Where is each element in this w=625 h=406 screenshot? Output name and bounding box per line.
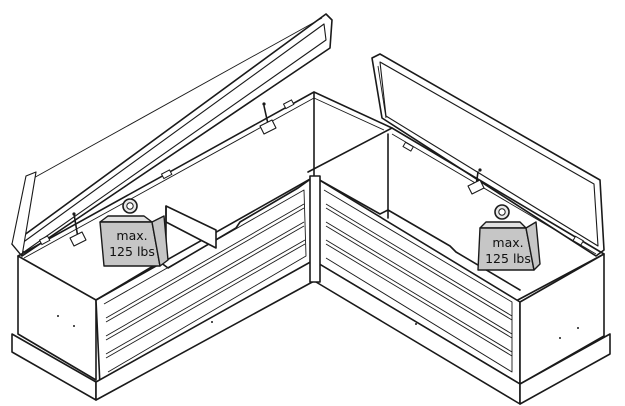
weight-limit-right: max. 125 lbs (477, 204, 541, 271)
gas-strut-icon (259, 102, 277, 135)
weight-limit-left: max. 125 lbs (99, 198, 169, 267)
right-slats (325, 203, 513, 357)
weight-label-line1: max. (492, 235, 523, 250)
hinge-icon (282, 99, 295, 110)
hinge-icon (402, 141, 415, 152)
right-box (315, 177, 611, 405)
lid-stays (69, 102, 485, 247)
right-lid (371, 53, 605, 257)
hinge-icon (572, 235, 585, 246)
weight-icon (99, 198, 169, 267)
left-slats (105, 203, 306, 359)
hinge-icon (160, 169, 173, 180)
weight-label-line2: 125 lbs (485, 251, 531, 266)
hinges (38, 99, 585, 246)
screw-dots (57, 315, 579, 339)
hinge-icon (38, 235, 51, 246)
gas-strut-icon (467, 168, 485, 195)
weight-label-line2: 125 lbs (109, 244, 155, 259)
left-lid (11, 13, 333, 257)
weight-label-line1: max. (116, 228, 147, 243)
center-post (309, 175, 321, 283)
gas-strut-icon (69, 212, 87, 247)
weight-icon (477, 204, 541, 271)
